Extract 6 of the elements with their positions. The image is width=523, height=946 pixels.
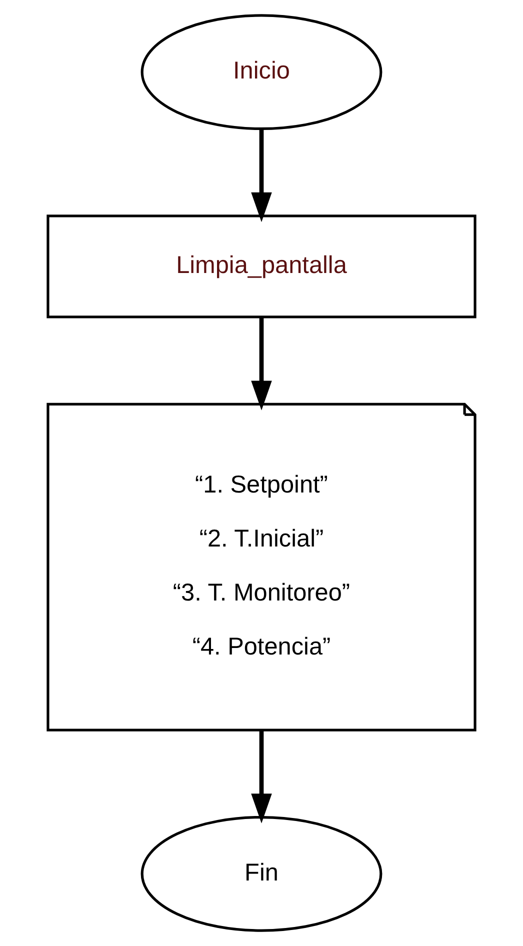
node-ellipse: Inicio: [140, 14, 382, 130]
node-ellipse: Fin: [140, 816, 382, 932]
arrow: [251, 317, 272, 410]
arrow: [251, 730, 272, 824]
arrow: [251, 129, 272, 222]
node-box: Limpia_pantalla: [46, 214, 476, 318]
